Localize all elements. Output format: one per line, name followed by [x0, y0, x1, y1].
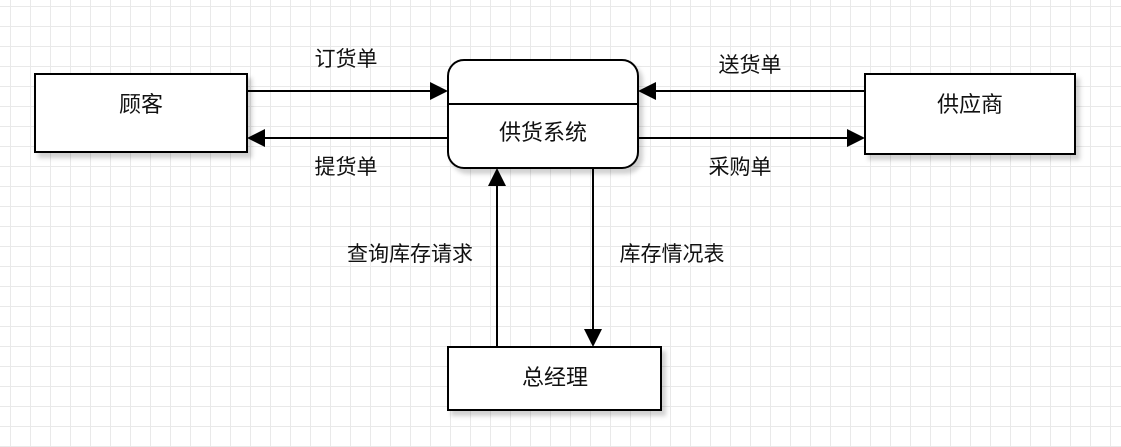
edge-purchase-label: 采购单	[709, 155, 772, 179]
arrowhead-icon	[584, 329, 602, 347]
supplier-label: 供应商	[937, 93, 1003, 118]
supplier-node[interactable]: 供应商	[864, 73, 1076, 155]
system-label: 供货系统	[499, 121, 587, 146]
manager-node[interactable]: 总经理	[447, 346, 662, 411]
arrowhead-icon	[638, 82, 656, 100]
edge-delivery-label: 送货单	[719, 53, 782, 77]
edge-inventory-query[interactable]	[488, 168, 506, 347]
edge-pickup-label: 提货单	[315, 155, 378, 179]
customer-label: 顾客	[119, 93, 163, 118]
manager-label: 总经理	[522, 366, 588, 391]
system-process-node[interactable]: 供货系统	[447, 59, 639, 169]
arrowhead-icon	[847, 129, 865, 147]
edge-order-label: 订货单	[315, 47, 378, 71]
customer-node[interactable]: 顾客	[34, 73, 248, 153]
edge-inventory-query-label: 查询库存请求	[347, 242, 473, 266]
arrowhead-icon	[430, 82, 448, 100]
edge-pickup[interactable]	[247, 129, 448, 147]
edge-order[interactable]	[247, 82, 448, 100]
edge-inventory-report[interactable]	[584, 168, 602, 347]
arrowhead-icon	[488, 168, 506, 186]
edge-delivery[interactable]	[638, 82, 865, 100]
arrowhead-icon	[247, 129, 265, 147]
edge-purchase[interactable]	[638, 129, 865, 147]
edge-inventory-report-label: 库存情况表	[620, 242, 725, 266]
